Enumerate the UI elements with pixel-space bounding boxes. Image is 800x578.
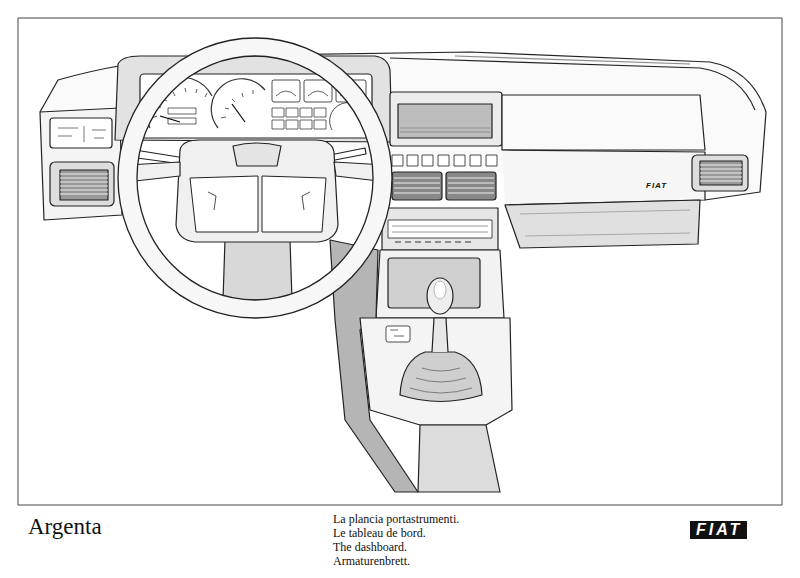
caption-line: Le tableau de bord. <box>333 527 426 540</box>
caption-line: The dashboard. <box>333 541 407 554</box>
dash-badge: FIAT <box>645 181 668 190</box>
brand-logo: FIAT <box>690 521 747 539</box>
title: Argenta <box>28 514 102 540</box>
caption-line: Armaturenbrett. <box>333 555 410 568</box>
caption-line: La plancia portastrumenti. <box>333 513 459 526</box>
